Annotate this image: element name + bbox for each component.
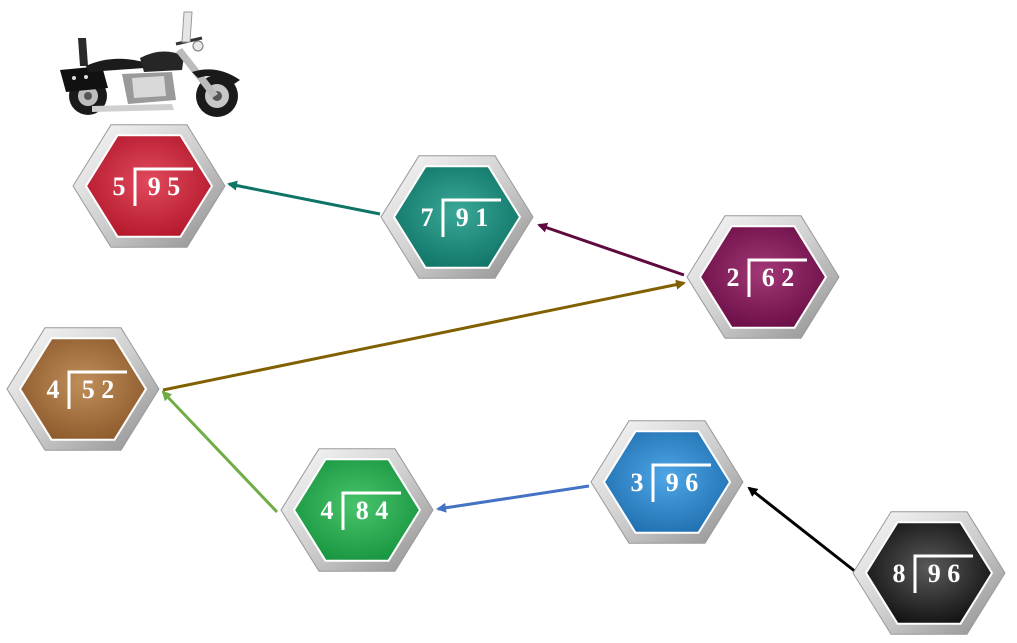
divisor-label: 5	[113, 172, 126, 201]
hex-node-brown: 4 5 2	[6, 327, 160, 451]
hex-fill	[392, 165, 522, 269]
hex-node-purple: 2 6 2	[686, 215, 840, 339]
hex-fill	[698, 225, 828, 329]
division-bracket	[341, 491, 401, 530]
hex-fill	[292, 458, 422, 562]
divisor-label: 4	[321, 496, 334, 525]
dividend-label: 6 2	[762, 263, 795, 292]
dividend-label: 8 4	[356, 496, 389, 525]
hex-fill	[602, 430, 732, 534]
arrow-purple-to-teal	[537, 222, 685, 277]
divisor-label: 8	[893, 559, 906, 588]
division-bracket	[133, 167, 193, 206]
nodes-layer: 8 9 6 3 9 6 4 8 4 4 5 2 2 6 2 7 9 1 5 9 5	[6, 124, 1006, 635]
hex-node-teal: 7 9 1	[380, 155, 534, 279]
hex-fill	[18, 337, 148, 441]
division-bracket	[441, 198, 501, 237]
division-bracket	[747, 258, 807, 297]
arrow-teal-to-red	[227, 180, 381, 216]
divisor-label: 3	[631, 468, 644, 497]
hex-fill	[84, 134, 214, 238]
hex-node-blue: 3 9 6	[590, 420, 744, 544]
hex-fill	[864, 521, 994, 625]
arrow-black-to-blue	[747, 486, 862, 578]
hex-node-red: 5 9 5	[72, 124, 226, 248]
arrow-blue-to-green	[436, 484, 590, 513]
divisor-label: 4	[47, 375, 60, 404]
dividend-label: 9 6	[928, 559, 961, 588]
motorcycle-icon	[60, 11, 240, 117]
divisor-label: 7	[421, 203, 434, 232]
hex-node-black: 8 9 6	[852, 511, 1006, 635]
arrow-green-to-brown	[161, 390, 279, 514]
hex-node-green: 4 8 4	[280, 448, 434, 572]
dividend-label: 9 5	[148, 172, 181, 201]
arrows-layer	[161, 180, 862, 578]
dividend-label: 9 6	[666, 468, 699, 497]
divisor-label: 2	[727, 263, 740, 292]
division-bracket	[67, 370, 127, 409]
dividend-label: 5 2	[82, 375, 115, 404]
dividend-label: 9 1	[456, 203, 489, 232]
division-bracket	[651, 463, 711, 502]
arrow-brown-to-purple	[162, 279, 686, 392]
division-bracket	[913, 554, 973, 593]
